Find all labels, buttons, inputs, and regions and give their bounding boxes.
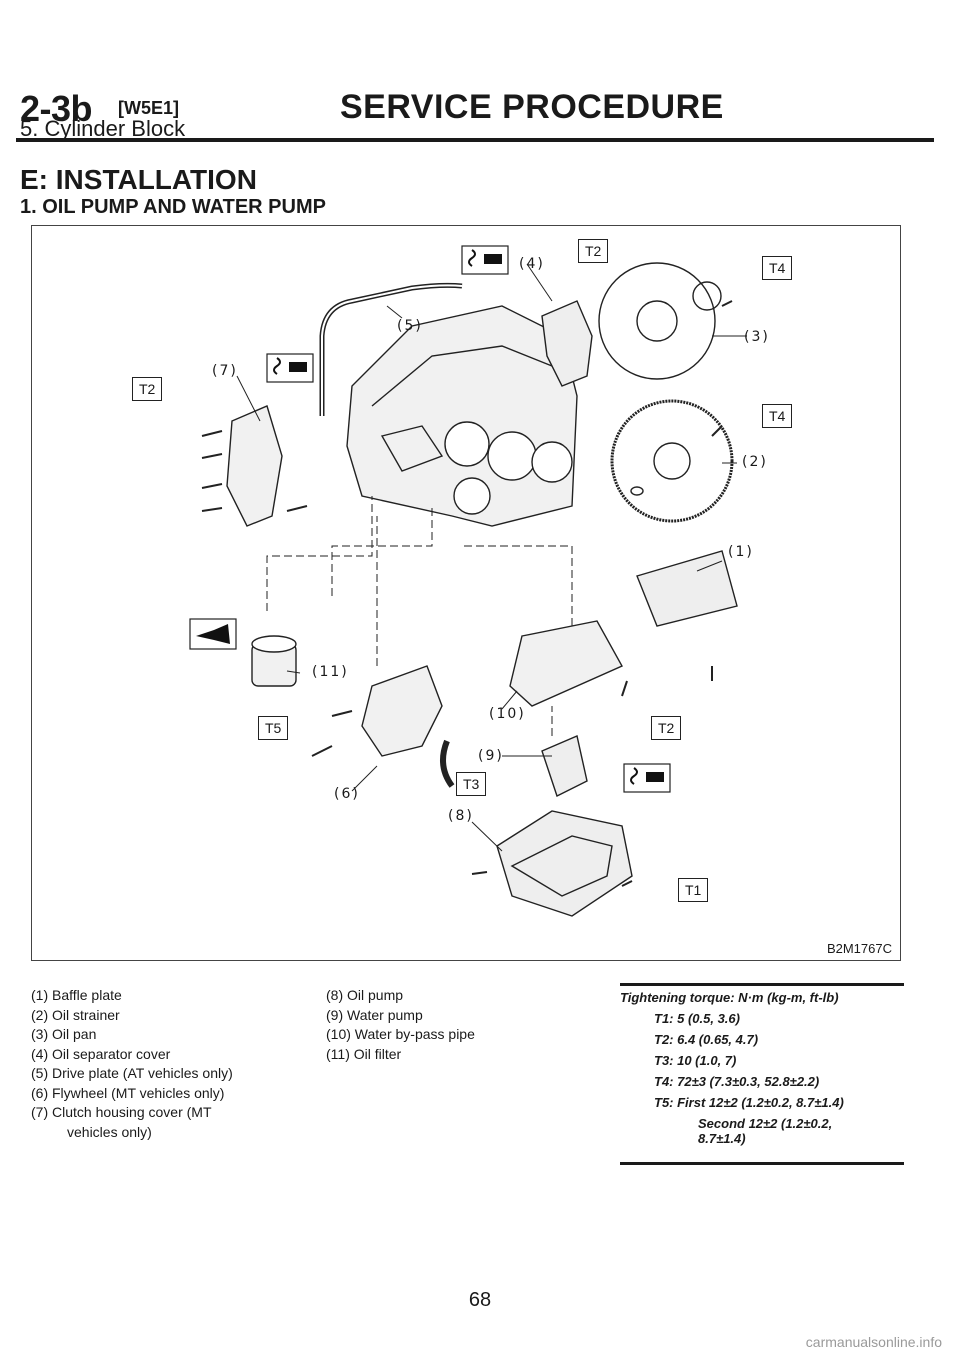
torque-row: Second 12±2 (1.2±0.2, (698, 1116, 833, 1131)
sealant-icon (461, 245, 509, 275)
header-rule (16, 138, 934, 142)
callout-2: (2) (742, 454, 768, 470)
legend-item: (10) Water by-pass pipe (326, 1026, 475, 1042)
callout-1: (1) (728, 544, 754, 560)
torque-title: Tightening torque: N·m (kg-m, ft-lb) (620, 990, 839, 1005)
engine-exploded-drawing (189, 245, 747, 917)
callout-8: (8) (448, 808, 474, 824)
section-number: 2-3b (20, 88, 93, 129)
torque-row: T1: 5 (0.5, 3.6) (654, 1011, 740, 1026)
legend-item: (3) Oil pan (31, 1026, 97, 1042)
legend-item: (7) Clutch housing cover (MT (31, 1104, 212, 1120)
callout-11: (11) (312, 664, 349, 680)
torque-tag-t1: T1 (678, 878, 709, 902)
torque-row: 8.7±1.4) (698, 1131, 746, 1146)
exploded-view-figure: (1) (2) (3) (4) (5) (6) (7) (8) (9) (10)… (31, 225, 901, 961)
sealant-icon (266, 353, 314, 383)
callout-3: (3) (744, 329, 770, 345)
legend-item: (9) Water pump (326, 1006, 423, 1023)
callout-5: (5) (397, 318, 423, 334)
callout-10: (10) (489, 706, 526, 722)
torque-tag-t2: T2 (578, 239, 609, 263)
page-header-title: SERVICE PROCEDURE (340, 88, 724, 126)
watermark: carmanualsonline.info (805, 1334, 942, 1350)
torque-spec-box: Tightening torque: N·m (kg-m, ft-lb) T1:… (620, 983, 904, 1165)
legend-item: vehicles only) (67, 1123, 152, 1140)
torque-tag-t4: T4 (762, 256, 793, 280)
sealant-icon (623, 763, 671, 793)
legend-item: (5) Drive plate (AT vehicles only) (31, 1065, 233, 1081)
torque-tag-t2: T2 (132, 377, 163, 401)
torque-tag-t3: T3 (456, 772, 487, 796)
legend-item: (6) Flywheel (MT vehicles only) (31, 1084, 225, 1101)
figure-id: B2M1767C (826, 941, 892, 956)
torque-row: T2: 6.4 (0.65, 4.7) (654, 1032, 759, 1047)
subsection-heading: 1. OIL PUMP AND WATER PUMP (20, 196, 326, 218)
page-number: 68 (468, 1289, 492, 1311)
legend-item: (4) Oil separator cover (31, 1045, 171, 1062)
legend-item: (2) Oil strainer (31, 1006, 120, 1023)
legend-item: (1) Baffle plate (31, 987, 122, 1003)
filter-wrench-icon (189, 618, 237, 650)
torque-row: T4: 72±3 (7.3±0.3, 52.8±2.2) (654, 1074, 820, 1089)
legend-column-1: (1) Baffle plate (2) Oil strainer (3) Oi… (31, 986, 233, 1142)
section-code: [W5E1] (118, 98, 180, 118)
legend-item: (11) Oil filter (326, 1045, 402, 1062)
page-header-subtitle: 5. Cylinder Block (20, 116, 186, 141)
callout-4: (4) (519, 256, 545, 272)
legend-column-2: (8) Oil pump (9) Water pump (10) Water b… (326, 986, 475, 1064)
legend-item: (8) Oil pump (326, 987, 404, 1003)
torque-tag-t4: T4 (762, 404, 793, 428)
section-heading: E: INSTALLATION (20, 164, 257, 195)
callout-6: (6) (334, 786, 360, 802)
callout-7: (7) (212, 363, 238, 379)
torque-row: T3: 10 (1.0, 7) (654, 1053, 737, 1068)
callout-9: (9) (478, 748, 504, 764)
torque-tag-t5: T5 (258, 716, 289, 740)
torque-tag-t2: T2 (651, 716, 682, 740)
torque-row: T5: First 12±2 (1.2±0.2, 8.7±1.4) (654, 1095, 844, 1110)
